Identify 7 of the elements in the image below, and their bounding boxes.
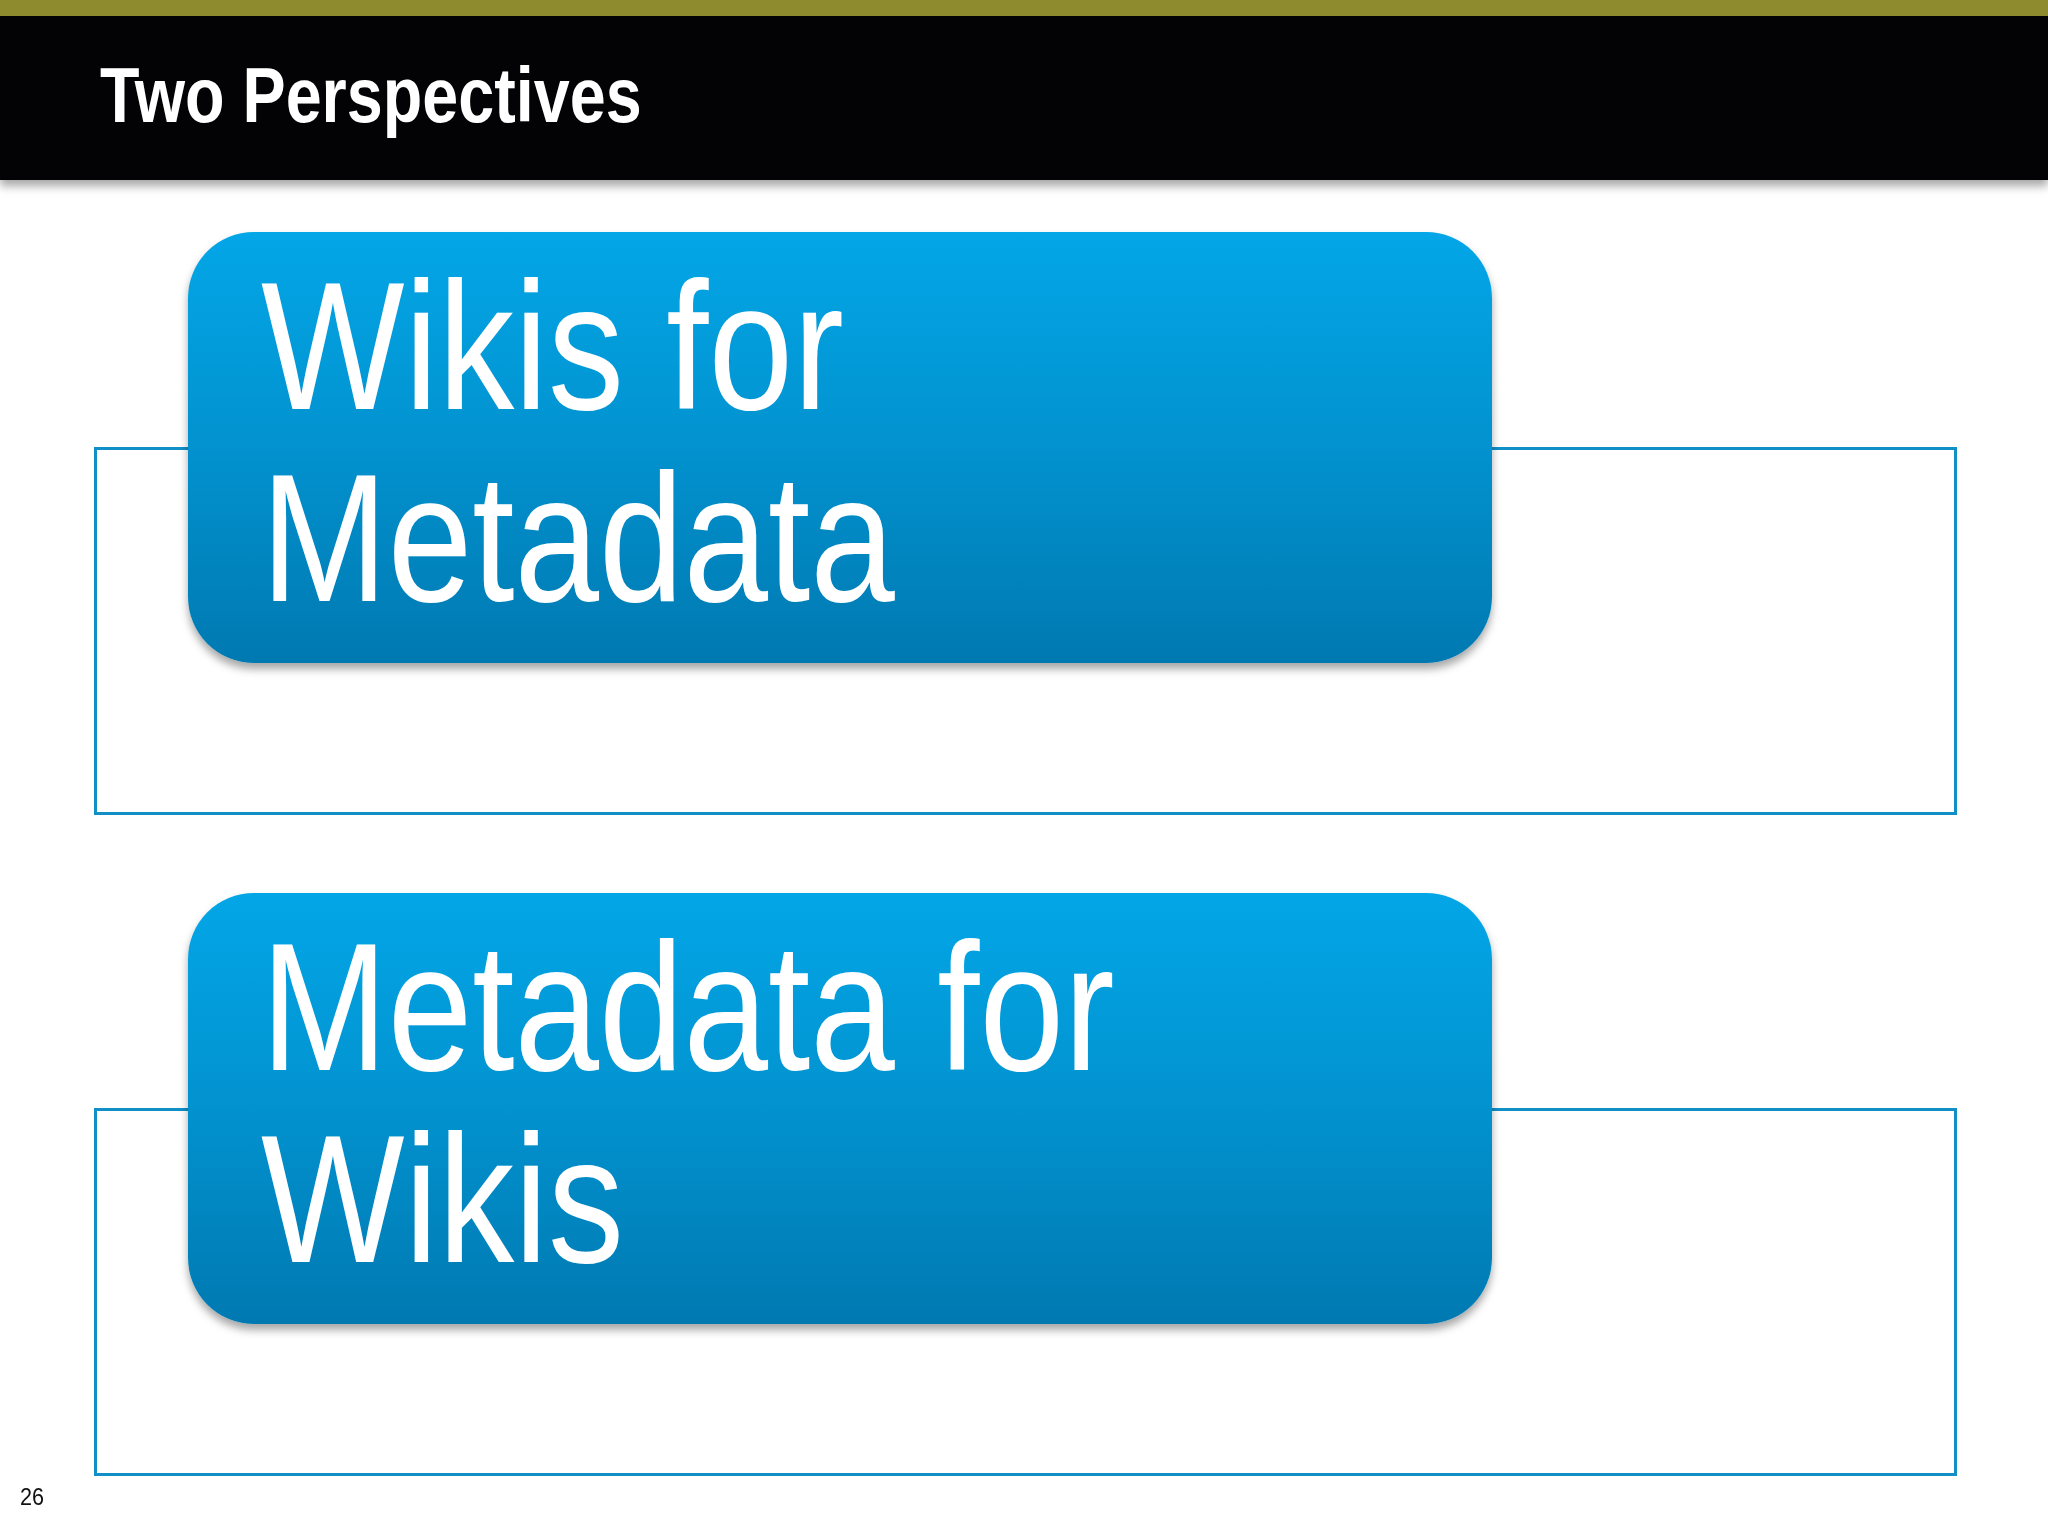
outlined-panel xyxy=(94,447,1957,815)
heading-text: Wikis for Metadata xyxy=(261,250,896,634)
rounded-box xyxy=(188,893,1492,1324)
outlined-panel xyxy=(94,1108,1957,1476)
heading-text: Metadata for Wikis xyxy=(261,911,1116,1295)
rounded-box xyxy=(188,232,1492,663)
page-number: 26 xyxy=(20,1484,45,1510)
